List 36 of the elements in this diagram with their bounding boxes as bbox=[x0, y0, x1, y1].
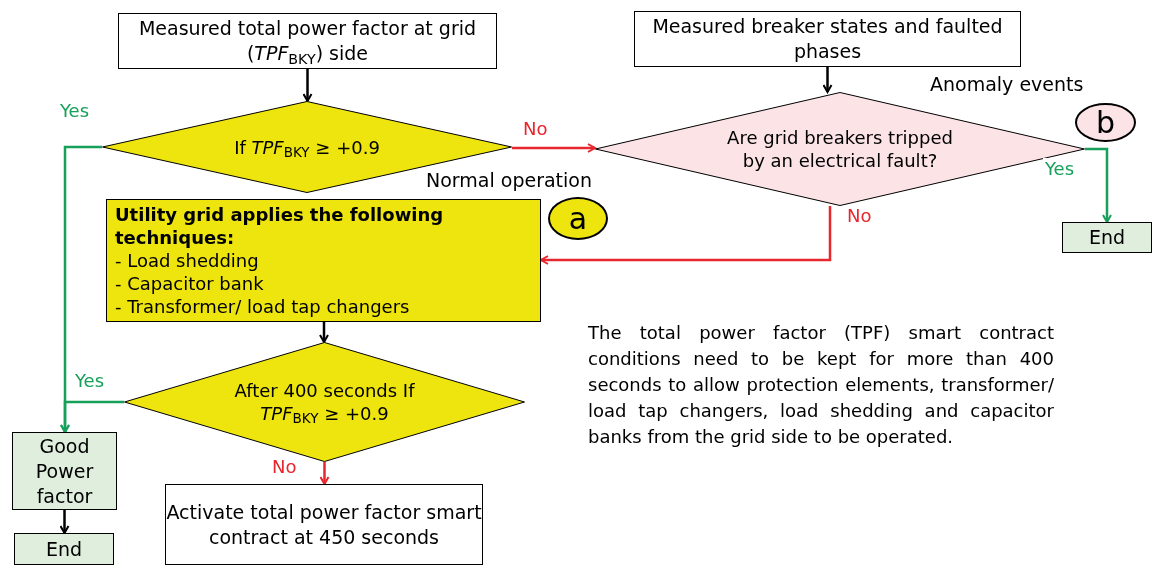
arrow bbox=[1085, 147, 1112, 223]
process-box bbox=[165, 484, 483, 565]
arrow bbox=[540, 206, 832, 265]
node-text: b bbox=[1095, 107, 1115, 138]
process-box bbox=[14, 533, 114, 565]
process-box bbox=[118, 13, 497, 69]
arrow bbox=[512, 143, 596, 153]
process-box bbox=[106, 199, 541, 322]
node-text: Measured breaker states and faulted phases bbox=[651, 14, 1004, 64]
node-text: a bbox=[568, 203, 588, 234]
process-box bbox=[12, 432, 117, 510]
arrow bbox=[60, 400, 124, 433]
box-heading: Utility grid applies the following techniques: bbox=[115, 203, 445, 249]
arrow bbox=[319, 322, 329, 343]
note-paragraph: The total power factor (TPF) smart contract conditions need to be kept for more than 400 seconds to allow protection elements, transformer/ load tap changers, load shedding and capacitor banks from the grid side to be operated. bbox=[588, 321, 1054, 449]
node-text: End bbox=[1088, 225, 1126, 250]
arrow bbox=[59, 510, 70, 534]
node-text: - Transformer/ load tap changers bbox=[115, 295, 411, 318]
node-text: Measured total power factor at grid (TPF$_{BKY}$) side bbox=[137, 16, 478, 66]
node-text: Good Power factor bbox=[34, 433, 95, 509]
node-text: End bbox=[45, 536, 83, 562]
annotation-text: Anomaly events bbox=[930, 72, 1084, 96]
decision-diamond bbox=[124, 342, 525, 462]
node-text: Are grid breakers tripped by an electrical fault? bbox=[727, 127, 953, 171]
process-box bbox=[1062, 222, 1152, 253]
node-text: If TPF$_{BKY}$ ≥ +0.9 bbox=[234, 136, 380, 158]
node-text: Activate total power factor smart contract at 450 seconds bbox=[166, 499, 482, 550]
arrow bbox=[822, 67, 833, 93]
arrow bbox=[319, 462, 330, 485]
node-text: - Load shedding bbox=[115, 249, 260, 272]
arrow bbox=[302, 69, 313, 102]
node-text: After 400 seconds If TPF$_{BKY}$ ≥ +0.9 bbox=[234, 380, 415, 424]
process-box bbox=[634, 11, 1021, 67]
marker-circle bbox=[548, 197, 608, 240]
annotation-text: Normal operation bbox=[426, 168, 592, 192]
node-text: - Capacitor bank bbox=[115, 272, 265, 295]
